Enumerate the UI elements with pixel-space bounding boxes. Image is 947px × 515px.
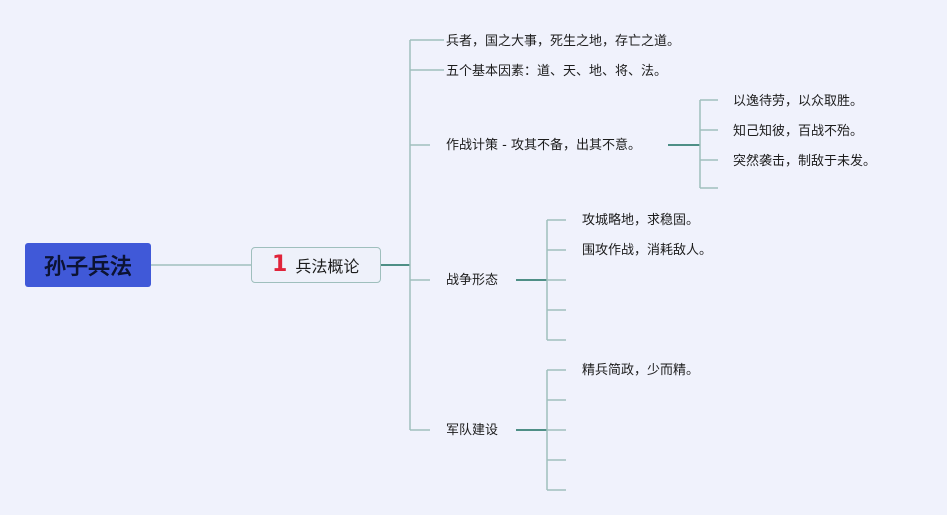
subtopic-node[interactable]: 精兵简政，少而精。: [582, 363, 699, 379]
subtopic-label: 知己知彼，百战不殆。: [733, 124, 864, 139]
subtopic-node[interactable]: 攻城略地，求稳固。: [582, 213, 699, 229]
root-title: 孙子兵法: [43, 255, 132, 280]
branch-label: 作战计策 - 攻其不备，出其不意。: [446, 138, 641, 153]
branch-node-3[interactable]: 作战计策 - 攻其不备，出其不意。: [446, 138, 641, 154]
root-node[interactable]: 孙子兵法: [25, 243, 151, 287]
branch-label: 兵者，国之大事，死生之地，存亡之道。: [446, 34, 681, 49]
branch-node-4[interactable]: 战争形态: [446, 273, 498, 289]
branch-label: 五个基本因素：道、天、地、将、法。: [446, 64, 668, 79]
branch-node-2[interactable]: 五个基本因素：道、天、地、将、法。: [446, 64, 667, 80]
branch-node-5[interactable]: 军队建设: [446, 423, 498, 439]
branch-label: 战争形态: [446, 273, 499, 288]
subtopic-label: 精兵简政，少而精。: [582, 363, 700, 378]
branch-node-1[interactable]: 兵者，国之大事，死生之地，存亡之道。: [446, 34, 680, 50]
subtopic-node[interactable]: 知己知彼，百战不殆。: [733, 124, 863, 140]
subtopic-label: 以逸待劳，以众取胜。: [733, 94, 864, 109]
subtopic-node[interactable]: 以逸待劳，以众取胜。: [733, 94, 863, 110]
branch-label: 军队建设: [446, 423, 499, 438]
topic-title: 兵法概论: [295, 257, 360, 276]
subtopic-node[interactable]: 围攻作战，消耗敌人。: [582, 243, 712, 259]
topic-number-badge: 1: [272, 252, 288, 277]
subtopic-node[interactable]: 突然袭击，制敌于未发。: [733, 154, 876, 170]
subtopic-label: 围攻作战，消耗敌人。: [582, 243, 713, 258]
main-topic-node[interactable]: 1 兵法概论: [251, 247, 381, 283]
subtopic-label: 突然袭击，制敌于未发。: [733, 154, 877, 169]
subtopic-label: 攻城略地，求稳固。: [582, 213, 700, 228]
